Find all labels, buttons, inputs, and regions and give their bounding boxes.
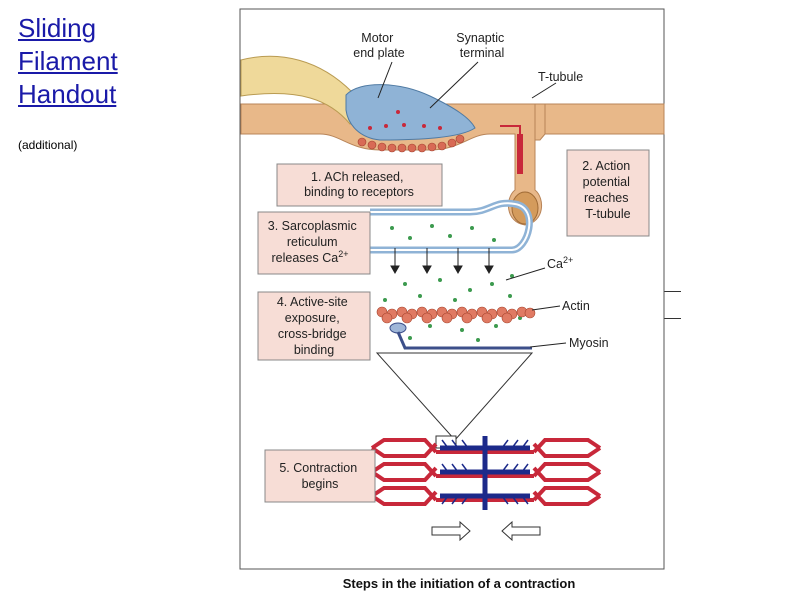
step-2-text: 2. Action potential reaches T-tubule bbox=[582, 159, 633, 221]
figure-caption: Steps in the initiation of a contraction bbox=[343, 576, 576, 591]
synaptic-terminal bbox=[345, 84, 476, 141]
motor-end-plate-label: Motor end plate bbox=[353, 31, 404, 60]
calcium-release-arrows bbox=[390, 248, 494, 275]
step-2-box bbox=[566, 149, 650, 237]
ach-receptors bbox=[357, 134, 465, 153]
zoom-cone bbox=[375, 352, 534, 441]
myosin-label: Myosin bbox=[569, 336, 609, 350]
synaptic-terminal-label: Synaptic terminal bbox=[456, 31, 507, 60]
calcium-label: Ca2+ bbox=[547, 255, 573, 271]
actin-label: Actin bbox=[562, 299, 590, 313]
leader-lines bbox=[377, 61, 567, 348]
arrow-right-icon bbox=[431, 520, 471, 542]
ach-vesicles bbox=[368, 110, 442, 130]
thick-filaments bbox=[440, 436, 530, 510]
handout-title-link[interactable]: Sliding Filament Handout bbox=[18, 12, 158, 111]
cross-bridges bbox=[441, 439, 529, 505]
title-line-3: Handout bbox=[18, 79, 117, 109]
step-4-box bbox=[257, 291, 371, 361]
action-potential-red bbox=[517, 134, 523, 174]
step-1-text: 1. ACh released, binding to receptors bbox=[304, 170, 414, 199]
step-5-text: 5. Contraction begins bbox=[279, 461, 360, 491]
subtitle: (additional) bbox=[18, 138, 78, 152]
actin-filament bbox=[376, 306, 536, 324]
arrow-left-icon bbox=[501, 520, 541, 542]
myosin-filament bbox=[396, 331, 532, 350]
title-line-2: Filament bbox=[18, 46, 118, 76]
step-3-box bbox=[257, 211, 371, 275]
step-5-box bbox=[264, 449, 376, 503]
step-4-text: 4. Active-site exposure, cross-bridge bi… bbox=[277, 295, 351, 357]
calcium-ions bbox=[383, 224, 522, 342]
step-1-box bbox=[276, 163, 443, 207]
myosin-head bbox=[389, 322, 407, 334]
step-3-text: 3. Sarcoplasmic reticulum releases Ca2+ bbox=[268, 219, 360, 265]
t-tubule-label: T-tubule bbox=[538, 70, 583, 84]
title-line-1: Sliding bbox=[18, 13, 97, 43]
